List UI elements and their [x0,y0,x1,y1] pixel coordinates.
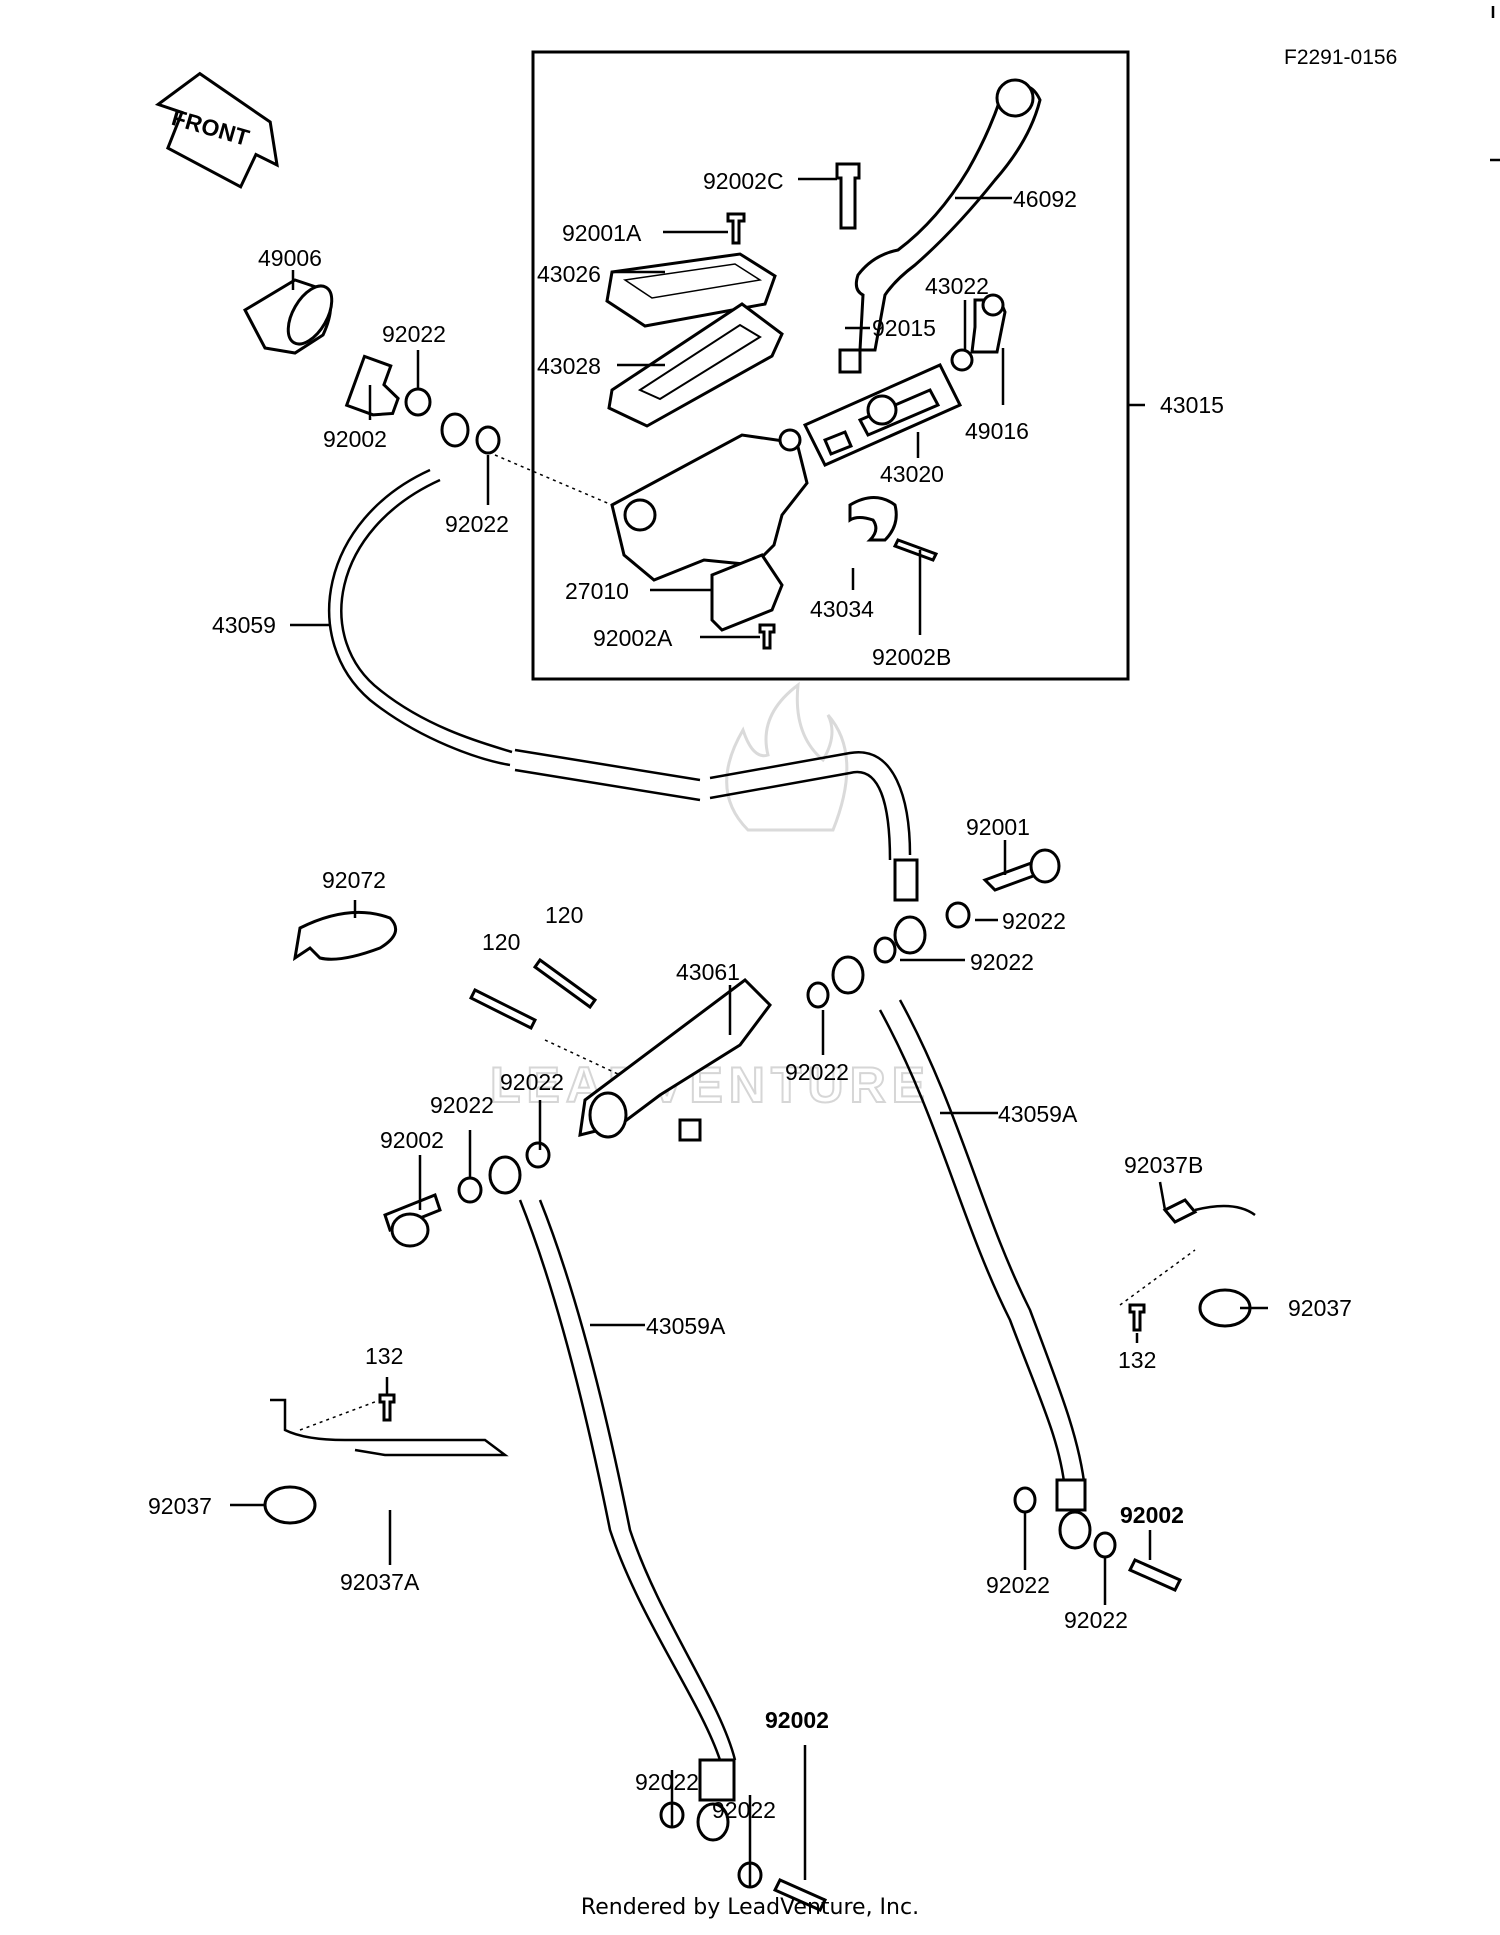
label-46092: 46092 [1013,186,1077,212]
piston-seal [866,394,898,426]
label-92001A: 92001A [562,220,642,246]
label-92037A: 92037A [340,1569,420,1595]
hose-clamp-92072 [292,910,398,962]
label-92022: 92022 [1002,908,1066,934]
label-92002C: 92002C [703,168,784,194]
label-92022: 92022 [986,1572,1050,1598]
label-43059A: 43059A [998,1101,1078,1127]
brake-light-switch [710,553,784,632]
label-120: 120 [545,902,583,928]
body-port [623,498,657,532]
front-arrow: FRONT [154,71,279,189]
piston-spring [823,430,853,456]
pivot-bolt [835,162,861,230]
label-92037: 92037 [148,1493,212,1519]
label-92015: 92015 [872,315,936,341]
lever-knob [995,78,1035,118]
brake-hose-joint [578,978,772,1137]
bolt-120 [532,957,598,1010]
washer [525,1141,551,1169]
label-92022: 92022 [785,1059,849,1085]
dash-lines [299,454,1196,1431]
label-43059: 43059 [212,612,276,638]
label-43059A: 43059A [646,1313,726,1339]
diagram-code: F2291-0156 [1284,46,1397,69]
banjo-bolt-92002 [772,1878,828,1912]
label-92002A: 92002A [593,625,673,651]
label-92022: 92022 [712,1797,776,1823]
label-92022: 92022 [635,1769,699,1795]
piston-kit-box [802,363,963,467]
washer [404,387,432,417]
label-92037B: 92037B [1124,1152,1203,1178]
label-43061: 43061 [676,959,740,985]
switch-screw [758,623,776,650]
banjo-fitting [893,915,927,955]
brake-lever [854,84,1042,352]
label-43020: 43020 [880,461,944,487]
reservoir-screw [726,212,746,245]
brake-hose-43059 [328,468,511,767]
label-92022: 92022 [500,1069,564,1095]
washer [457,1176,483,1204]
label-92037: 92037 [1288,1295,1352,1321]
washer [873,936,897,964]
banjo-fitting [1058,1510,1092,1550]
brake-hose-43059A-right [878,1009,1067,1491]
grommet-92037 [263,1485,317,1525]
label-49006: 49006 [258,245,322,271]
washer [945,901,971,929]
banjo-fitting [831,955,865,995]
leader-lines [230,177,1268,1887]
label-120: 120 [482,929,520,955]
label-43026: 43026 [537,261,601,287]
label-92002: 92002 [380,1127,444,1153]
banjo-bolt-92002 [1127,1558,1183,1592]
label-43022: 43022 [925,273,989,299]
label-92072: 92072 [322,867,386,893]
label-92022: 92022 [970,949,1034,975]
circlip [950,348,974,372]
label-92002: 92002 [323,426,387,452]
banjo-fitting [488,1155,522,1195]
washer [1093,1531,1117,1559]
label-132: 132 [1118,1347,1156,1373]
label-132: 132 [365,1343,403,1369]
render-credit: Rendered by LeadVenture, Inc. [580,1895,920,1920]
bolt-132 [378,1393,396,1422]
hose-fitting [893,858,919,902]
banjo-fitting [440,412,470,448]
label-92002: 92002 [765,1707,829,1733]
label-92001: 92001 [966,814,1030,840]
label-43028: 43028 [537,353,601,379]
bracket-92037A [270,1398,509,1457]
label-49016: 49016 [965,418,1029,444]
body-mount [778,428,802,452]
bolt-132 [1128,1303,1146,1332]
label-43034: 43034 [810,596,874,622]
label-92022: 92022 [430,1092,494,1118]
brake-hose-43059A-left [518,1199,722,1761]
washer [806,981,830,1009]
label-43015: 43015 [1160,392,1224,418]
bolt-120 [468,987,538,1031]
joint-port [588,1091,628,1139]
banjo-bolt-top [344,354,400,417]
washer [475,425,501,455]
label-92022: 92022 [382,321,446,347]
washer [1013,1486,1037,1514]
label-92022: 92022 [1064,1607,1128,1633]
pivot-nut [838,348,862,374]
part-labels: 92002C 46092 92001A 43026 43022 92015 43… [148,168,1352,1823]
label-92002: 92002 [1120,1502,1184,1528]
handlebar-clamp [848,496,898,542]
banjo-fitting [696,1802,730,1842]
clamp-bolt [892,538,939,562]
label-27010: 27010 [565,578,629,604]
bracket-92037B [1162,1198,1198,1224]
label-92022: 92022 [445,511,509,537]
master-cylinder-assembly-box [531,50,1130,681]
label-92002B: 92002B [872,644,951,670]
